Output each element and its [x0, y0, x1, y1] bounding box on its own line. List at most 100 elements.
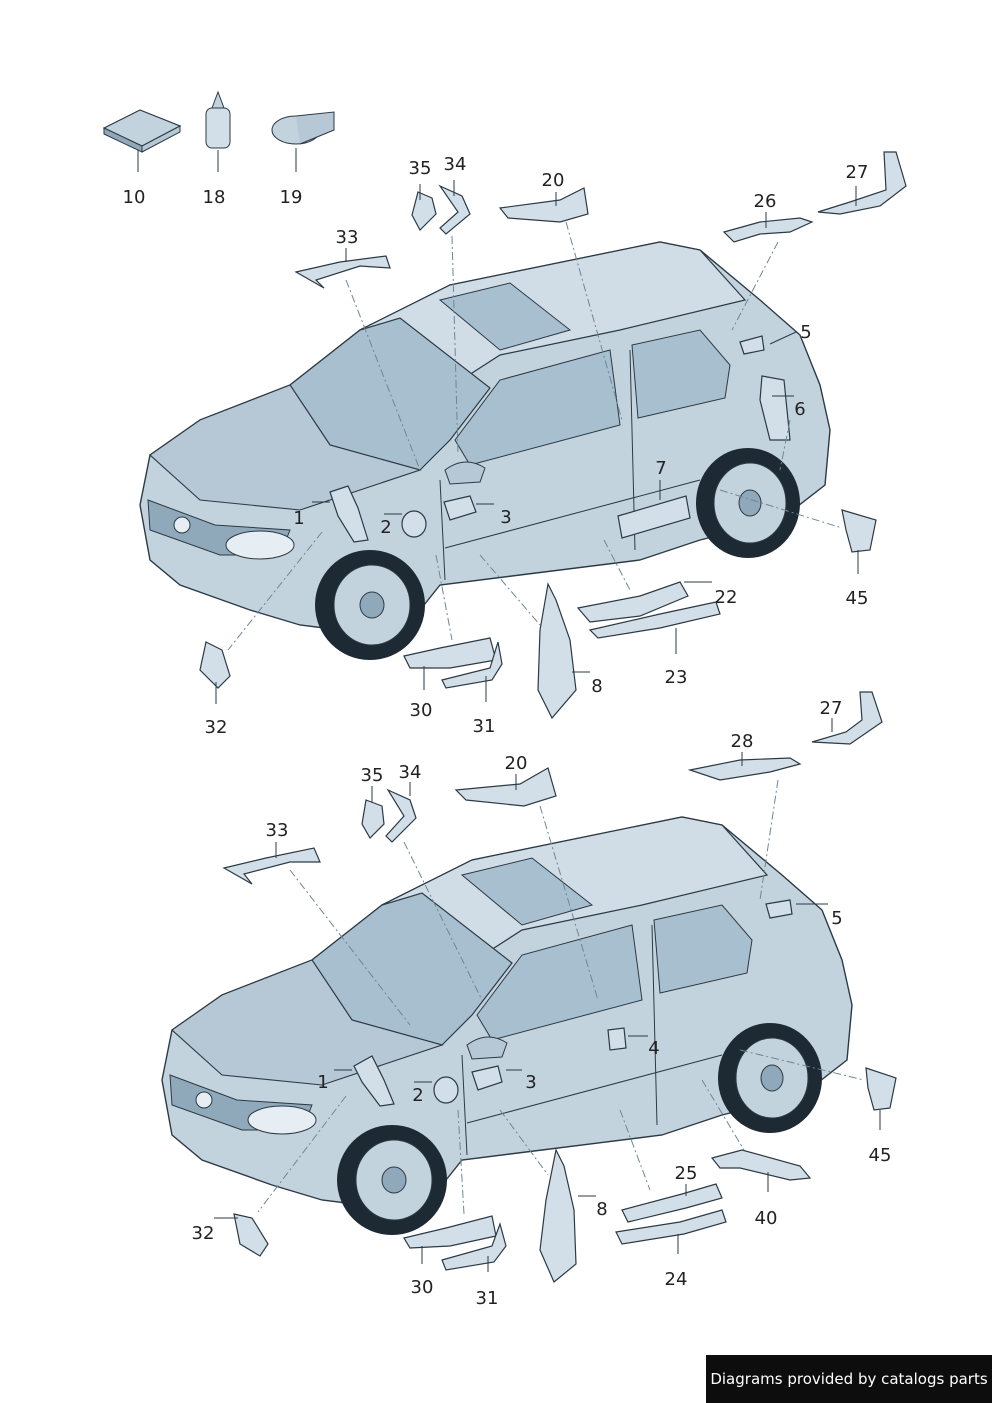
- callout-10: 10: [123, 189, 146, 207]
- callout-label: 33: [265, 820, 289, 841]
- part-6: [759, 375, 791, 441]
- callout-label: 33: [335, 227, 359, 248]
- callout-label: 2: [412, 1085, 424, 1106]
- part-8-lower: [539, 1148, 577, 1283]
- part-3-lower: [471, 1065, 503, 1091]
- part-18-tube: [205, 90, 231, 149]
- callout-34: 34: [444, 156, 467, 174]
- callout-32: 32: [205, 719, 228, 737]
- part-23: [588, 601, 721, 639]
- callout-26: 26: [754, 193, 777, 211]
- callout-8: 8: [596, 1201, 607, 1219]
- callout-33: 33: [336, 229, 359, 247]
- callout-20: 20: [542, 172, 565, 190]
- callout-40: 40: [755, 1210, 778, 1228]
- part-32-upper: [199, 641, 231, 689]
- callout-label: 24: [664, 1269, 688, 1290]
- part-10-pad: [102, 109, 182, 153]
- leader-lines: [227, 221, 865, 1215]
- part-27-lower: [811, 691, 883, 745]
- callout-6: 6: [794, 401, 805, 419]
- callout-32: 32: [192, 1225, 215, 1243]
- callout-2: 2: [412, 1087, 423, 1105]
- part-34-upper: [438, 184, 471, 235]
- callout-label: 6: [794, 399, 806, 420]
- callout-1: 1: [293, 510, 304, 528]
- callout-5: 5: [800, 324, 811, 342]
- part-4: [607, 1027, 627, 1051]
- callout-label: 27: [819, 698, 843, 719]
- callout-31: 31: [473, 718, 496, 736]
- callout-ticks: [137, 148, 881, 1272]
- part-28: [687, 757, 802, 781]
- part-27-upper: [817, 151, 907, 215]
- callout-24: 24: [665, 1271, 688, 1289]
- callout-label: 28: [730, 731, 754, 752]
- callout-label: 5: [800, 322, 812, 343]
- callout-7: 7: [655, 460, 666, 478]
- part-8-upper: [537, 582, 577, 720]
- part-35-upper: [411, 191, 437, 231]
- callout-4: 4: [648, 1040, 659, 1058]
- callout-34: 34: [399, 764, 422, 782]
- callout-label: 8: [596, 1199, 608, 1220]
- catalog-credit-banner: Diagrams provided by catalogs parts: [706, 1355, 992, 1403]
- callout-45: 45: [846, 590, 869, 608]
- callout-label: 18: [202, 187, 226, 208]
- callout-label: 3: [500, 507, 512, 528]
- callout-label: 22: [714, 587, 738, 608]
- callout-label: 35: [408, 158, 432, 179]
- callout-label: 32: [204, 717, 228, 738]
- callout-30: 30: [410, 702, 433, 720]
- catalog-credit-text: Diagrams provided by catalogs parts: [710, 1370, 988, 1388]
- callout-label: 27: [845, 162, 869, 183]
- callout-label: 20: [504, 753, 528, 774]
- part-32-lower: [233, 1213, 269, 1257]
- callout-label: 23: [664, 667, 688, 688]
- part-30-upper: [403, 637, 497, 669]
- callout-35: 35: [361, 767, 384, 785]
- callout-27: 27: [820, 700, 843, 718]
- callout-label: 4: [648, 1038, 660, 1059]
- callout-label: 25: [674, 1163, 698, 1184]
- callout-28: 28: [731, 733, 754, 751]
- part-31-lower: [441, 1222, 507, 1271]
- callout-label: 26: [753, 191, 777, 212]
- part-40: [710, 1149, 812, 1181]
- callout-3: 3: [500, 509, 511, 527]
- callout-label: 3: [525, 1072, 537, 1093]
- callout-25: 25: [675, 1165, 698, 1183]
- callout-label: 40: [754, 1208, 778, 1229]
- callout-label: 7: [655, 458, 667, 479]
- part-24: [615, 1209, 727, 1245]
- callout-18: 18: [203, 189, 226, 207]
- callout-label: 32: [191, 1223, 215, 1244]
- callout-8: 8: [591, 678, 602, 696]
- callout-3: 3: [525, 1074, 536, 1092]
- callout-label: 34: [398, 762, 422, 783]
- callout-label: 1: [293, 508, 305, 529]
- part-33-upper: [294, 255, 391, 289]
- callout-label: 30: [410, 1277, 434, 1298]
- part-5-lower: [765, 899, 793, 919]
- callout-label: 19: [279, 187, 303, 208]
- callout-label: 8: [591, 676, 603, 697]
- callout-45: 45: [869, 1147, 892, 1165]
- part-31-upper: [441, 641, 503, 689]
- callout-22: 22: [715, 589, 738, 607]
- callout-label: 45: [845, 588, 869, 609]
- car-lower: [161, 816, 853, 1236]
- callout-label: 45: [868, 1145, 892, 1166]
- callout-19: 19: [280, 189, 303, 207]
- callout-20: 20: [505, 755, 528, 773]
- part-22: [576, 581, 689, 623]
- callout-label: 31: [475, 1288, 499, 1309]
- callout-31: 31: [476, 1290, 499, 1308]
- callout-label: 10: [122, 187, 146, 208]
- callout-label: 35: [360, 765, 384, 786]
- part-34-lower: [385, 788, 417, 843]
- part-20-lower: [454, 767, 557, 807]
- callout-33: 33: [266, 822, 289, 840]
- callout-label: 30: [409, 700, 433, 721]
- callout-35: 35: [409, 160, 432, 178]
